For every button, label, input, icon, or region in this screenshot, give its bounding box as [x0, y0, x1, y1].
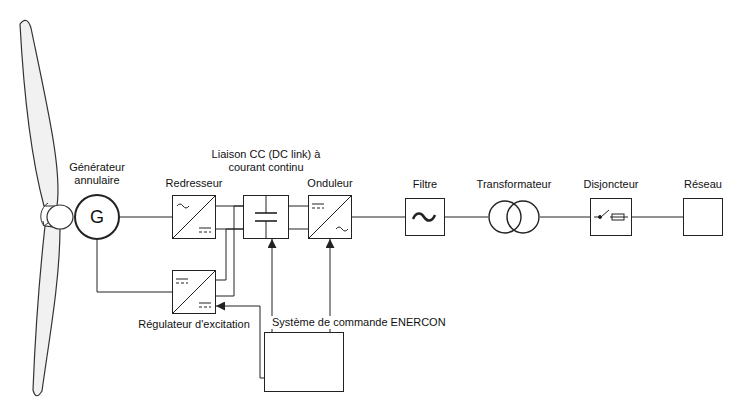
node-heading: Filtre [413, 178, 437, 191]
dc-symbol [176, 279, 188, 280]
grid-box: Réseau [683, 198, 723, 236]
converter-diagonal [308, 195, 352, 239]
connection-line [352, 217, 405, 218]
box-outline [405, 198, 445, 236]
box-outline [590, 198, 632, 236]
node-label: Système de commande ENERCON [272, 316, 446, 329]
node-heading: Système de commande ENERCON [270, 316, 448, 329]
node-heading: Transformateur [477, 178, 552, 191]
connection-line [289, 206, 308, 229]
node-heading: Générateur annulaire [62, 161, 132, 187]
node-label: Liaison CC (DC link) à courant continu [209, 148, 323, 174]
node-label: Disjoncteur [583, 178, 638, 191]
breaker-box: Disjoncteur [590, 198, 632, 236]
converter-diagonal [172, 195, 216, 239]
rotation-arrowhead [43, 221, 48, 226]
box-outline [243, 195, 289, 239]
box-outline [308, 195, 352, 239]
dc-symbol [199, 307, 211, 308]
box-outline [172, 270, 216, 314]
capacitor-lead [266, 195, 267, 213]
connection-line [216, 206, 243, 229]
dc-symbol [199, 303, 211, 304]
rotation-arrow [41, 203, 48, 226]
node-heading: Liaison CC (DC link) à courant continu [209, 148, 323, 174]
node-label: Régulateur d'excitation [138, 318, 250, 331]
connection-line [632, 217, 683, 218]
node-label: Filtre [413, 178, 437, 191]
transformer-coils [488, 200, 540, 234]
capacitor-lead [266, 221, 267, 239]
converter-diagonal [172, 270, 216, 314]
filter-symbol [413, 213, 435, 220]
dc-symbol [199, 228, 211, 229]
signal-arrow [216, 306, 264, 378]
box-outline [264, 332, 344, 392]
exciter-box: Régulateur d'excitation [172, 270, 216, 314]
dc-symbol [176, 283, 188, 284]
box-symbols [172, 195, 628, 314]
rotor-hub [47, 205, 73, 229]
rotor-blade [33, 226, 60, 396]
node-label: Générateur annulaire [62, 161, 132, 187]
transformer-coil [507, 201, 539, 233]
box-outline [683, 198, 723, 236]
capacitor-plate [255, 212, 277, 214]
node-heading: Redresseur [166, 177, 223, 190]
rectifier-box: Redresseur [172, 195, 216, 239]
fuse-wire [612, 217, 624, 218]
box-outline [172, 195, 216, 239]
rotation-arrows [41, 203, 48, 226]
node-heading: Onduleur [307, 177, 352, 190]
turbine-rotor [20, 20, 73, 395]
connection-line [216, 206, 243, 296]
node-label: Onduleur [307, 177, 352, 190]
transformer-outline [488, 200, 540, 234]
ac-symbol [336, 227, 348, 231]
transformer-symbol: Transformateur [488, 200, 540, 234]
dc-symbol [312, 208, 324, 209]
dc-symbol [199, 232, 211, 233]
connection-line [97, 240, 172, 292]
fuse-symbol [612, 214, 624, 220]
dc-link-box: Liaison CC (DC link) à courant continu [243, 195, 289, 239]
node-heading: Régulateur d'excitation [138, 318, 250, 331]
ac-symbol [177, 204, 189, 208]
transformer-coil [489, 201, 521, 233]
rotor-blade [20, 20, 58, 206]
node-heading: Réseau [684, 178, 722, 191]
node-label: Redresseur [166, 177, 223, 190]
generator-letter: G [90, 207, 104, 227]
inverter-box: Onduleur [308, 195, 352, 239]
node-heading: Disjoncteur [583, 178, 638, 191]
control-box: Système de commande ENERCON [264, 332, 344, 392]
node-label: Réseau [684, 178, 722, 191]
connection-line [540, 217, 590, 218]
connection-line [445, 217, 488, 218]
node-label: Transformateur [477, 178, 552, 191]
circle-outline: G [74, 194, 120, 240]
breaker-lead [610, 217, 628, 218]
breaker-switch [601, 210, 609, 217]
generator-circle: GGénérateur annulaire [74, 194, 120, 240]
connection-line [120, 217, 172, 218]
dc-symbol [312, 204, 324, 205]
filter-box: Filtre [405, 198, 445, 236]
